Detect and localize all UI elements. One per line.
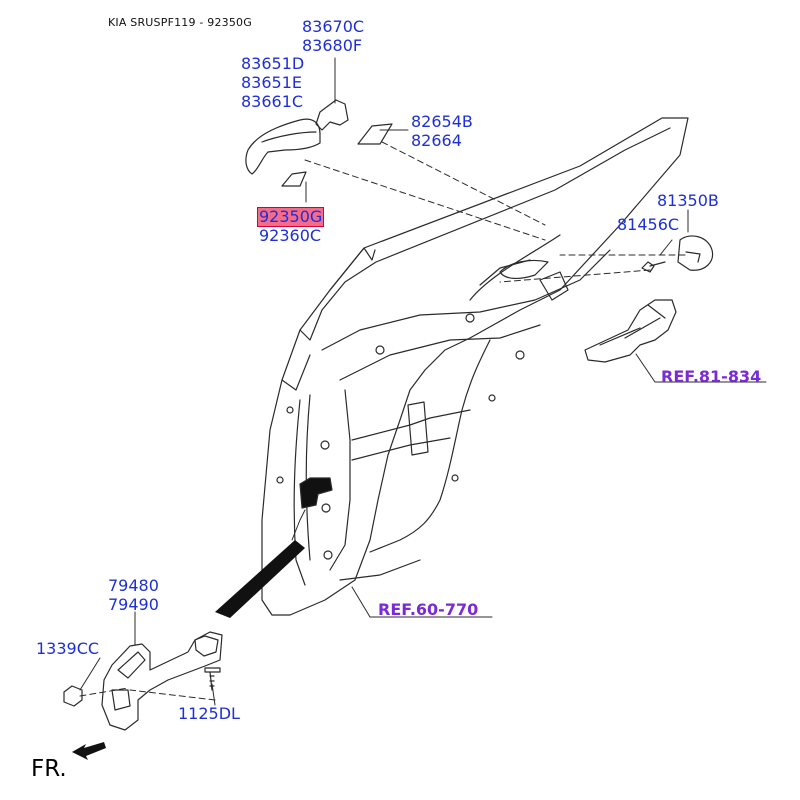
part-number-81350B[interactable]: 81350B bbox=[657, 191, 719, 210]
part-number-92360C[interactable]: 92360C bbox=[259, 226, 322, 245]
reference-81-834[interactable]: REF.81-834 bbox=[661, 367, 762, 386]
latch-bolt bbox=[641, 261, 666, 273]
handle-cover bbox=[315, 99, 349, 131]
door-latch bbox=[584, 299, 677, 363]
checker-link bbox=[299, 477, 333, 509]
part-number-83670C[interactable]: 83670C bbox=[302, 17, 365, 36]
reference-60-770[interactable]: REF.60-770 bbox=[378, 600, 479, 619]
part-number-1125DL[interactable]: 1125DL bbox=[178, 704, 240, 723]
part-number-79480[interactable]: 79480 bbox=[108, 576, 159, 595]
door-panel bbox=[261, 117, 689, 616]
diagram-title: KIA SRUSPF119 - 92350G bbox=[108, 16, 252, 29]
outside-handle bbox=[245, 118, 321, 175]
door-checker bbox=[101, 631, 223, 731]
front-direction-arrow bbox=[72, 742, 106, 760]
handle-gasket bbox=[281, 171, 307, 187]
checker-strap bbox=[215, 540, 305, 618]
assembly-lines bbox=[79, 141, 686, 701]
part-number-79490[interactable]: 79490 bbox=[108, 595, 159, 614]
part-number-81456C[interactable]: 81456C bbox=[617, 215, 680, 234]
part-number-82664[interactable]: 82664 bbox=[411, 131, 462, 150]
handle-pad bbox=[357, 123, 393, 145]
part-number-92350G[interactable]: 92350G bbox=[256, 207, 325, 227]
part-number-83651E[interactable]: 83651E bbox=[241, 73, 303, 92]
part-number-83651D[interactable]: 83651D bbox=[241, 54, 305, 73]
part-number-83661C[interactable]: 83661C bbox=[241, 92, 304, 111]
part-number-1339CC[interactable]: 1339CC bbox=[36, 639, 100, 658]
part-number-82654B[interactable]: 82654B bbox=[411, 112, 473, 131]
part-number-83680F[interactable]: 83680F bbox=[302, 36, 363, 55]
bolt bbox=[204, 667, 221, 691]
front-direction-label: FR. bbox=[31, 756, 67, 782]
nut bbox=[63, 685, 83, 707]
striker bbox=[677, 235, 714, 271]
leader-lines bbox=[79, 57, 767, 706]
